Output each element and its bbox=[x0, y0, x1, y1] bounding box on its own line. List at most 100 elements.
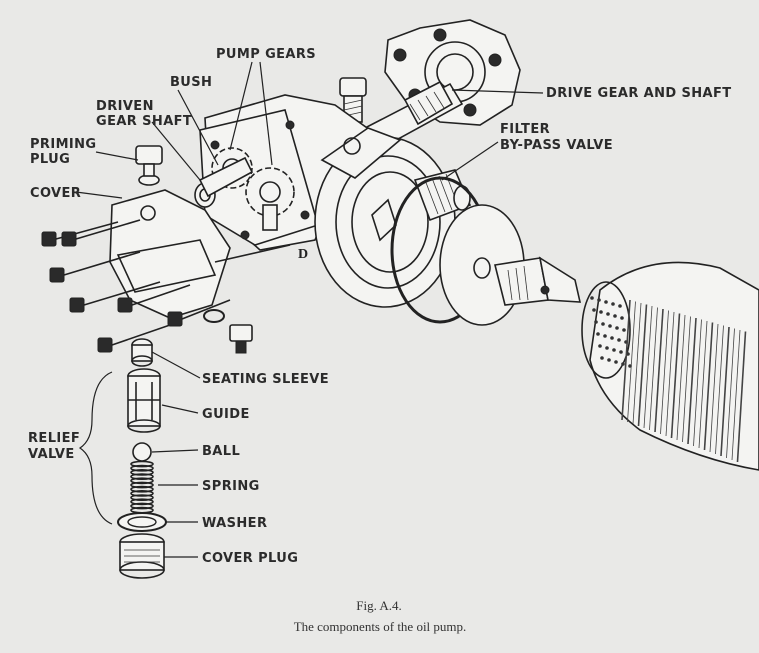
label-priming-plug-line1: PRIMING bbox=[30, 137, 97, 152]
bolt bbox=[97, 324, 171, 353]
bowl-shade-line bbox=[682, 316, 691, 443]
bowl-shade-line bbox=[654, 308, 664, 433]
filter-bowl-shading bbox=[621, 299, 747, 463]
bowl-shade-line bbox=[632, 302, 642, 425]
label-cover: COVER bbox=[30, 186, 81, 201]
bolt bbox=[167, 299, 231, 327]
label-washer: WASHER bbox=[202, 516, 267, 531]
bolt bbox=[41, 221, 119, 247]
label-filter-bypass-valve-line1: FILTER bbox=[500, 122, 550, 137]
perforation-dot bbox=[608, 324, 612, 328]
bowl-shade-line bbox=[720, 326, 730, 457]
perforation-dot bbox=[601, 322, 605, 326]
perforation-dot bbox=[606, 312, 610, 316]
pump-cover bbox=[109, 189, 231, 319]
figure-caption: The components of the oil pump. bbox=[294, 619, 467, 634]
perforation-dot bbox=[603, 334, 607, 338]
long-stud bbox=[214, 244, 291, 263]
perforation-dot bbox=[618, 304, 622, 308]
perforation-dot bbox=[600, 356, 604, 360]
spring-coil bbox=[130, 498, 154, 506]
bowl-shade-line bbox=[670, 313, 681, 439]
spring-coil bbox=[130, 460, 154, 468]
bowl-shade-line bbox=[736, 331, 747, 463]
perforation-dot bbox=[621, 362, 625, 366]
cover-bolts bbox=[41, 219, 291, 353]
washer bbox=[117, 512, 167, 532]
perforation-dot bbox=[613, 314, 617, 318]
bowl-shade-line bbox=[731, 329, 741, 461]
filter-centre-bolt bbox=[494, 256, 582, 306]
perforation-dot bbox=[590, 296, 594, 300]
label-spring: SPRING bbox=[202, 479, 260, 494]
bolt bbox=[61, 219, 141, 247]
label-seating-sleeve: SEATING SLEEVE bbox=[202, 372, 329, 387]
label-priming-plug-line2: PLUG bbox=[30, 152, 70, 167]
label-driven-gear-shaft-line2: GEAR SHAFT bbox=[96, 114, 192, 129]
cover-washer bbox=[203, 309, 225, 323]
body-mark-d: D bbox=[298, 247, 308, 262]
label-drive-gear-and-shaft: DRIVE GEAR AND SHAFT bbox=[546, 86, 732, 101]
perforation-dot bbox=[592, 308, 596, 312]
bowl-shade-line bbox=[621, 299, 631, 421]
perforation-dot bbox=[594, 320, 598, 324]
ball bbox=[132, 442, 152, 462]
label-filter-bypass-valve-line2: BY-PASS VALVE bbox=[500, 138, 613, 153]
label-guide: GUIDE bbox=[202, 407, 250, 422]
drive-gear-and-shaft bbox=[363, 80, 464, 152]
leader-lines bbox=[75, 61, 544, 558]
relief-valve-brace bbox=[78, 371, 113, 525]
spring-coil bbox=[130, 477, 154, 485]
bowl-shade-line bbox=[627, 301, 636, 423]
guide bbox=[127, 368, 161, 433]
perforation-dot bbox=[614, 360, 618, 364]
spring-coil bbox=[130, 481, 154, 489]
spring-coil bbox=[130, 494, 154, 501]
perforation-dot bbox=[615, 326, 619, 330]
bowl-shade-line bbox=[693, 319, 702, 447]
bowl-shade-line bbox=[637, 304, 648, 427]
perforation-dot bbox=[598, 344, 602, 348]
spring-coil bbox=[130, 473, 154, 480]
filter-bowl bbox=[581, 261, 759, 471]
spring-coil bbox=[130, 468, 154, 476]
bolt bbox=[117, 284, 191, 313]
bowl-shade-line bbox=[660, 310, 669, 435]
bowl-shade-line bbox=[665, 311, 675, 437]
label-cover-plug: COVER PLUG bbox=[202, 551, 298, 566]
bolt bbox=[49, 251, 141, 283]
label-relief-valve-line1: RELIEF bbox=[28, 431, 80, 446]
perforation-dot bbox=[607, 358, 611, 362]
perforation-dot bbox=[596, 332, 600, 336]
driven-gear-shaft bbox=[198, 156, 254, 198]
bowl-shade-line bbox=[726, 328, 735, 459]
bowl-shade-line bbox=[676, 314, 686, 441]
perforation-dot bbox=[611, 302, 615, 306]
label-driven-gear-shaft-line1: DRIVEN bbox=[96, 99, 154, 114]
perforation-dot bbox=[599, 310, 603, 314]
spring-coil bbox=[130, 502, 154, 510]
perforation-dot bbox=[620, 316, 624, 320]
priming-plug bbox=[135, 145, 163, 186]
perforation-dot bbox=[612, 348, 616, 352]
label-relief-valve-line2: VALVE bbox=[28, 447, 75, 462]
figure-number: Fig. A.4. bbox=[356, 598, 402, 613]
bowl-shade-line bbox=[715, 325, 724, 455]
spring-coil bbox=[130, 464, 154, 472]
perforation-dot bbox=[622, 328, 626, 332]
bolt bbox=[69, 281, 161, 313]
bowl-shade-line bbox=[703, 322, 714, 451]
spring-coil bbox=[130, 485, 154, 493]
bowl-shade-line bbox=[687, 317, 697, 445]
label-ball: BALL bbox=[202, 444, 240, 459]
drain-plug bbox=[229, 324, 253, 354]
perforation-dot bbox=[617, 338, 621, 342]
perforation-dot bbox=[605, 346, 609, 350]
bowl-shade-line bbox=[709, 323, 719, 453]
perforation-dot bbox=[597, 298, 601, 302]
label-bush: BUSH bbox=[170, 75, 212, 90]
bowl-shade-line bbox=[698, 320, 708, 449]
label-pump-gears: PUMP GEARS bbox=[216, 47, 316, 62]
